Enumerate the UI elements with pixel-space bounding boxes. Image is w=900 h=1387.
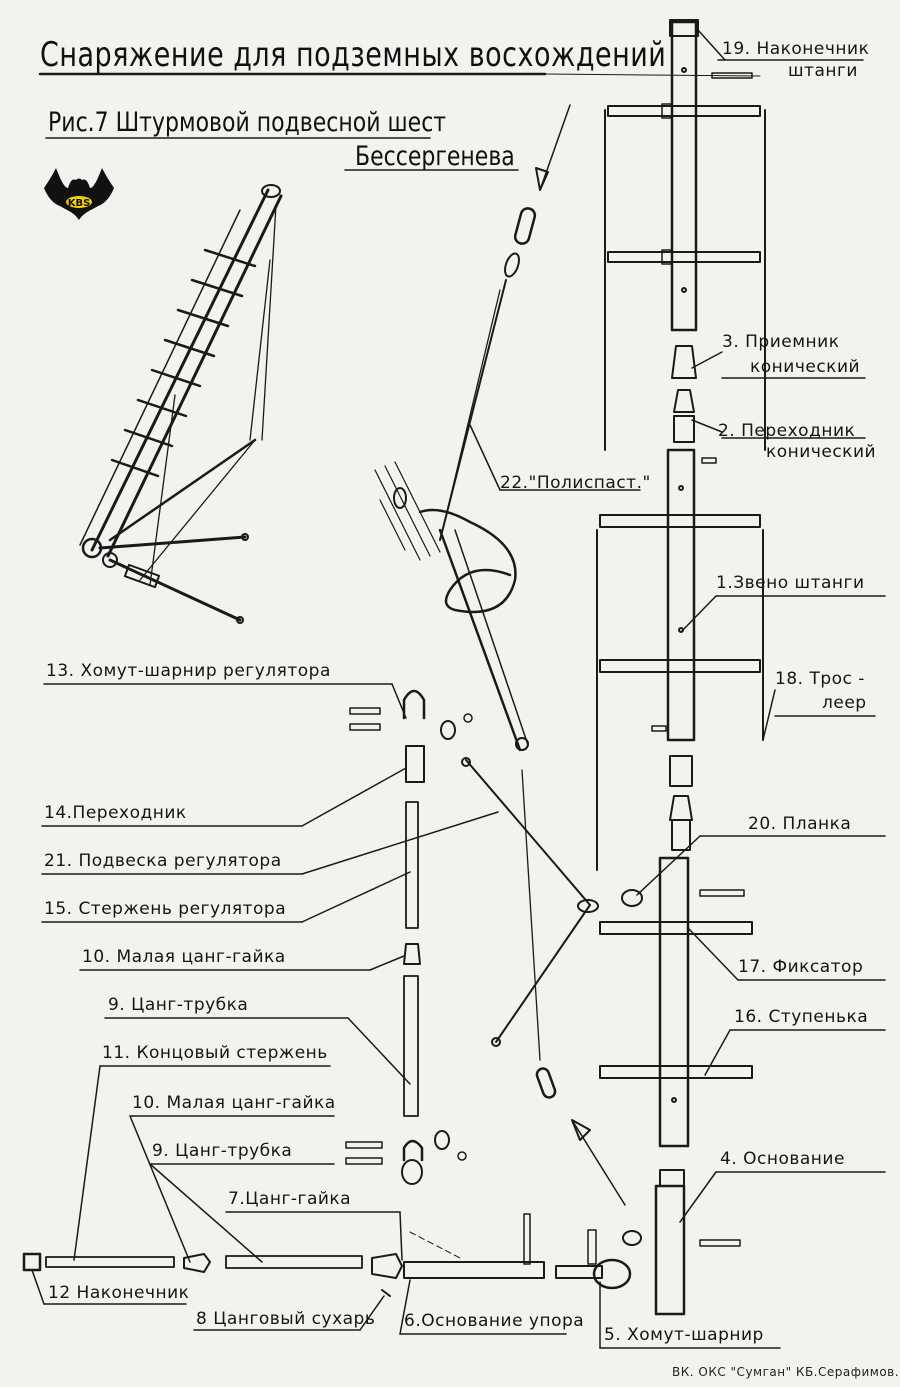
kbs-bat-logo: KBS: [44, 168, 114, 220]
label-regulator-clamp: 13. Хомут-шарнир регулятора: [46, 661, 331, 681]
assembled-pole-view: [79, 184, 283, 624]
label-end-rod: 11. Концовый стержень: [102, 1043, 328, 1063]
label-small-collet-nut-2: 10. Малая цанг-гайка: [132, 1093, 336, 1113]
label-guide-cable-2: леер: [822, 693, 867, 713]
label-base: 4. Основание: [720, 1149, 845, 1169]
label-hinge-clamp: 5. Хомут-шарнир: [604, 1325, 764, 1345]
pulley-block-view: [374, 104, 626, 1206]
label-adapter: 14.Переходник: [44, 803, 187, 823]
label-collet-nut: 7.Цанг-гайка: [228, 1189, 352, 1209]
svg-text:KBS: KBS: [68, 198, 91, 209]
label-tip: 12 Наконечник: [48, 1283, 190, 1303]
label-rod-link: 1.Звено штанги: [716, 573, 865, 593]
label-collet-tube-2: 9. Цанг-трубка: [152, 1141, 293, 1161]
label-collet-insert: 8 Цанговый сухарь: [196, 1309, 376, 1329]
label-rod-tip-2: штанги: [788, 61, 858, 81]
label-plate: 20. Планка: [748, 814, 852, 834]
regulator-exploded-view: [345, 689, 467, 1185]
label-pulley: 22."Полиспаст.": [500, 473, 651, 493]
credit-line: ВК. ОКС "Сумган" КБ.Серафимов.: [672, 1365, 900, 1379]
label-regulator-rod: 15. Стержень регулятора: [44, 899, 287, 919]
label-conic-receiver-2: конический: [750, 357, 861, 377]
label-lock: 17. Фиксатор: [738, 957, 864, 977]
label-step: 16. Ступенька: [734, 1007, 869, 1027]
label-small-collet-nut-1: 10. Малая цанг-гайка: [82, 947, 286, 967]
label-guide-cable: 18. Трос -: [775, 669, 865, 689]
figure-subtitle: Бессергенева: [355, 142, 515, 172]
document-title: Снаряжение для подземных восхождений: [40, 36, 667, 75]
title-leader: [544, 73, 761, 77]
leader-lines: [31, 29, 886, 1349]
figure-title: Рис.7 Штурмовой подвесной шест: [48, 108, 447, 138]
label-collet-tube-1: 9. Цанг-трубка: [108, 995, 249, 1015]
label-conic-adapter-2: конический: [766, 442, 877, 462]
label-support-base: 6.Основание упора: [404, 1311, 585, 1331]
label-conic-adapter: 2. Переходник: [718, 421, 856, 441]
label-rod-tip: 19. Наконечник: [722, 39, 870, 59]
label-regulator-hanger: 21. Подвеска регулятора: [44, 851, 282, 871]
pole-exploded-view: [523, 19, 766, 1316]
label-conic-receiver: 3. Приемник: [722, 332, 840, 352]
